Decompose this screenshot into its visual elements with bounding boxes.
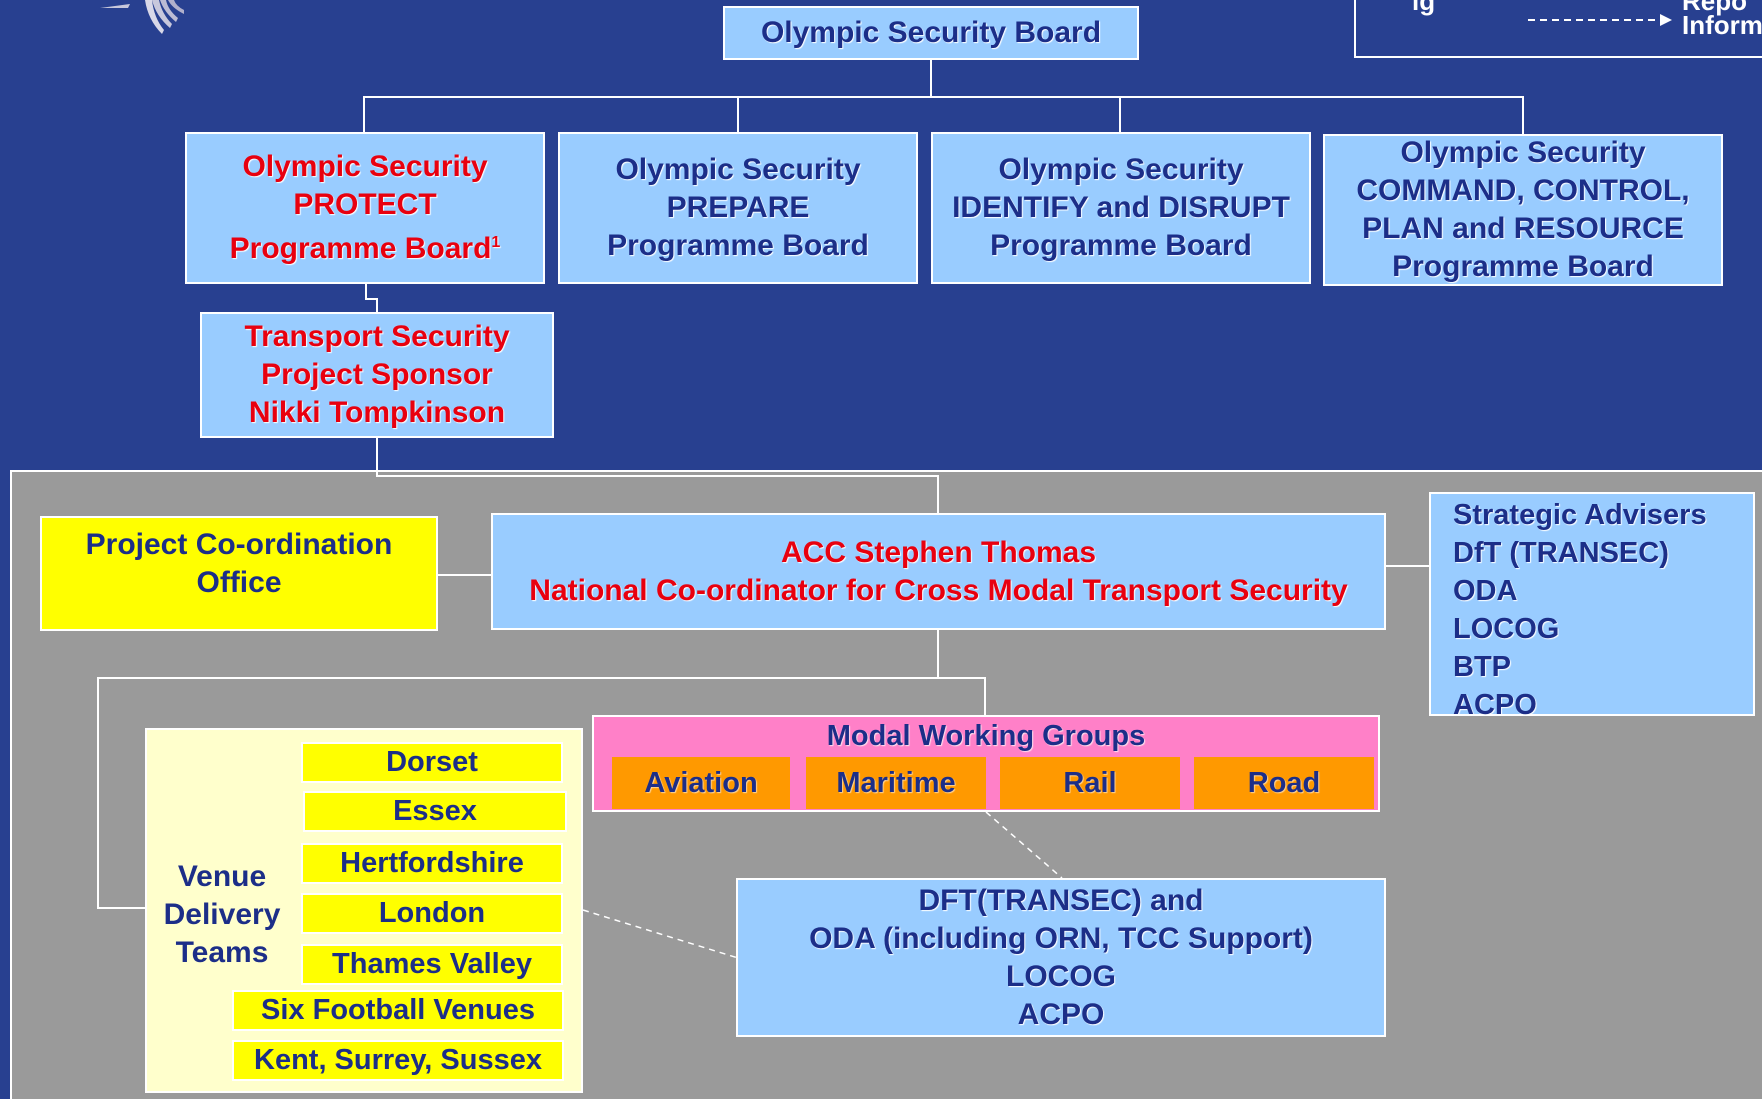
command-line1: Olympic Security — [1400, 136, 1646, 169]
connector-protect-sponsor-b — [365, 298, 378, 300]
venue-team-six-football-venues: Six Football Venues — [232, 990, 564, 1031]
connector-modal-up — [984, 677, 986, 717]
identify-disrupt-programme-board: Olympic Security IDENTIFY and DISRUPT Pr… — [931, 132, 1311, 284]
connector-coordinator-down — [937, 629, 939, 679]
modal-group-maritime: Maritime — [806, 757, 986, 809]
venue-title-line3: Teams — [175, 936, 269, 969]
connector-sponsor-horizontal — [376, 475, 939, 477]
venue-team-essex: Essex — [303, 791, 567, 832]
protect-line2: PROTECT — [293, 188, 437, 221]
venue-team-hertfordshire: Hertfordshire — [301, 843, 563, 884]
connector-protect-sponsor-a — [365, 284, 367, 299]
coordinator-line2: National Co-ordinator for Cross Modal Tr… — [529, 573, 1348, 607]
legend-top-label: ig — [1412, 0, 1436, 16]
protect-line3: Programme Board — [229, 232, 492, 265]
support-line3: LOCOG — [1006, 959, 1116, 993]
connector-command — [1522, 96, 1524, 136]
support-line4: ACPO — [1017, 997, 1105, 1031]
strategic-adviser-item: LOCOG — [1453, 613, 1560, 645]
command-control-programme-board: Olympic Security COMMAND, CONTROL, PLAN … — [1323, 134, 1723, 286]
modal-working-groups-title: Modal Working Groups — [826, 720, 1146, 752]
coordination-office-line1: Project Co-ordination — [85, 528, 393, 561]
strategic-adviser-item: ODA — [1453, 575, 1518, 607]
strategic-adviser-item: DfT (TRANSEC) — [1453, 537, 1669, 569]
support-bodies-box: DFT(TRANSEC) and ODA (including ORN, TCC… — [736, 878, 1386, 1037]
venue-team-kent-surrey-sussex: Kent, Surrey, Sussex — [232, 1040, 564, 1081]
modal-group-rail: Rail — [1000, 757, 1180, 809]
sponsor-line3: Nikki Tompkinson — [248, 396, 506, 429]
connector-sponsor-down — [376, 438, 378, 476]
olympic-security-board-label: Olympic Security Board — [760, 16, 1102, 49]
identify-line2: IDENTIFY and DISRUPT — [952, 191, 1290, 224]
prepare-line2: PREPARE — [666, 191, 810, 224]
protect-line3-wrap: Programme Board1 — [230, 224, 501, 268]
venue-team-london: London — [301, 893, 563, 934]
connector-protect-sponsor-c — [376, 298, 378, 314]
connector-board-down — [930, 59, 932, 97]
strategic-advisers-box: Strategic Advisers DfT (TRANSEC) ODA LOC… — [1429, 492, 1755, 721]
olympic-security-board: Olympic Security Board — [723, 6, 1139, 60]
modal-group-aviation: Aviation — [612, 757, 790, 809]
connector-left-vertical — [97, 677, 99, 909]
legend-information-arrow — [1528, 14, 1672, 26]
protect-footnote: 1 — [491, 234, 501, 251]
connector-top-horizontal — [363, 96, 1524, 98]
modal-working-groups: Modal Working Groups Aviation Maritime R… — [592, 715, 1380, 812]
venue-title-line1: Venue — [177, 860, 267, 893]
sponsor-line2: Project Sponsor — [261, 358, 493, 391]
connector-coordinator-advisers — [1384, 565, 1430, 567]
legend-box: ig Repo Inform — [1354, 0, 1762, 58]
legend-information-label: Inform — [1682, 10, 1762, 40]
national-coordinator-box: ACC Stephen Thomas National Co-ordinator… — [491, 513, 1386, 630]
connector-lower-horizontal — [97, 677, 986, 679]
support-line2: ODA (including ORN, TCC Support) — [809, 921, 1313, 955]
logo-fragment — [100, 0, 184, 34]
prepare-line3: Programme Board — [607, 229, 869, 262]
protect-line1: Olympic Security — [242, 150, 488, 183]
venue-delivery-panel: Venue Delivery Teams Dorset Essex Hertfo… — [145, 728, 583, 1093]
strategic-advisers-title: Strategic Advisers — [1453, 499, 1707, 531]
venue-title-line2: Delivery — [163, 898, 281, 931]
command-line4: Programme Board — [1392, 250, 1654, 283]
support-line1: DFT(TRANSEC) and — [918, 883, 1204, 917]
venue-delivery-title: Venue Delivery Teams — [155, 858, 289, 972]
identify-line1: Olympic Security — [998, 153, 1244, 186]
modal-group-road: Road — [1194, 757, 1374, 809]
connector-protect — [363, 96, 365, 134]
prepare-programme-board: Olympic Security PREPARE Programme Board — [558, 132, 918, 284]
protect-programme-board: Olympic Security PROTECT Programme Board… — [185, 132, 545, 284]
connector-prepare — [737, 96, 739, 134]
legend-reports-label: Repo — [1682, 0, 1747, 16]
prepare-line1: Olympic Security — [615, 153, 861, 186]
coordination-office-line2: Office — [196, 566, 282, 599]
venue-team-dorset: Dorset — [301, 742, 563, 783]
project-coordination-office: Project Co-ordination Office — [40, 516, 438, 631]
connector-office-coordinator — [416, 574, 492, 576]
identify-line3: Programme Board — [990, 229, 1252, 262]
coordinator-line1: ACC Stephen Thomas — [780, 535, 1097, 569]
connector-identify — [1119, 96, 1121, 134]
sponsor-line1: Transport Security — [244, 320, 510, 353]
strategic-adviser-item: ACPO — [1453, 689, 1537, 721]
command-line3: PLAN and RESOURCE — [1362, 212, 1684, 245]
connector-coordinator-up — [937, 475, 939, 515]
connector-left-to-venue — [97, 907, 147, 909]
command-line2: COMMAND, CONTROL, — [1356, 174, 1690, 207]
strategic-adviser-item: BTP — [1453, 651, 1511, 683]
venue-team-thames-valley: Thames Valley — [301, 944, 563, 985]
transport-security-sponsor: Transport Security Project Sponsor Nikki… — [200, 312, 554, 438]
